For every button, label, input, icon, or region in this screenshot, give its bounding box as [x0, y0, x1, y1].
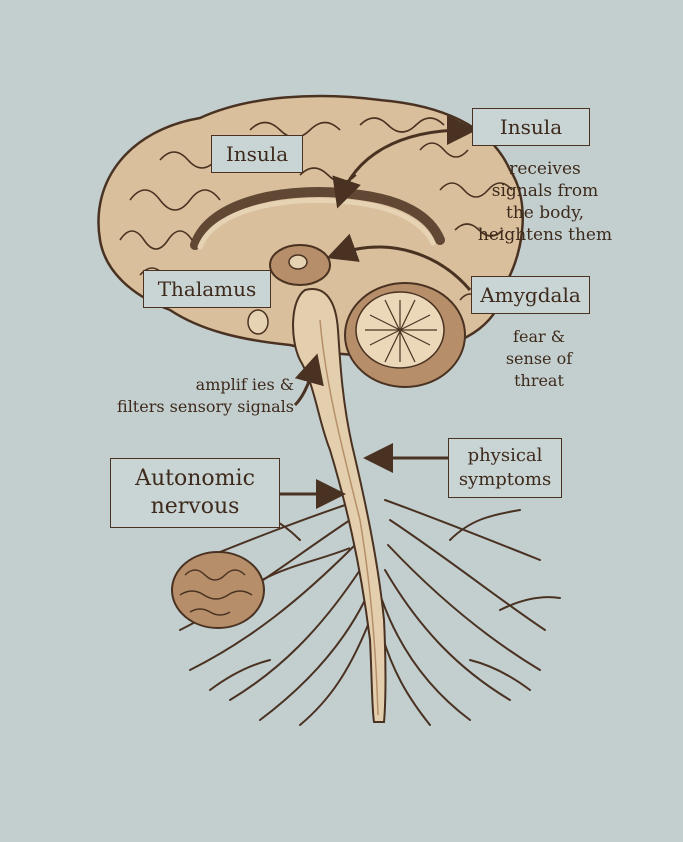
amygdala-label: Amygdala — [471, 276, 590, 314]
arrow-thalamus-filter — [293, 353, 324, 407]
amygdala-description: fear & sense of threat — [505, 327, 573, 390]
insula-right-label: Insula — [472, 108, 590, 146]
spinal-cord — [292, 288, 387, 723]
physical-symptoms-label: physical symptoms — [448, 438, 562, 498]
insula-left-label: Insula — [211, 135, 303, 173]
thalamus-label: Thalamus — [143, 270, 271, 308]
arrows — [280, 115, 477, 509]
thalamus-description: amplif ies & filters sensory signals — [117, 375, 294, 416]
arrow-amygdala-curve — [326, 233, 472, 291]
cerebellum — [344, 282, 466, 388]
insula-description: receives signals from the body, heighten… — [477, 159, 613, 245]
ganglion — [171, 547, 351, 629]
autonomic-nervous-label: Autonomic nervous — [110, 458, 280, 528]
arrow-insula-curve — [332, 128, 466, 209]
